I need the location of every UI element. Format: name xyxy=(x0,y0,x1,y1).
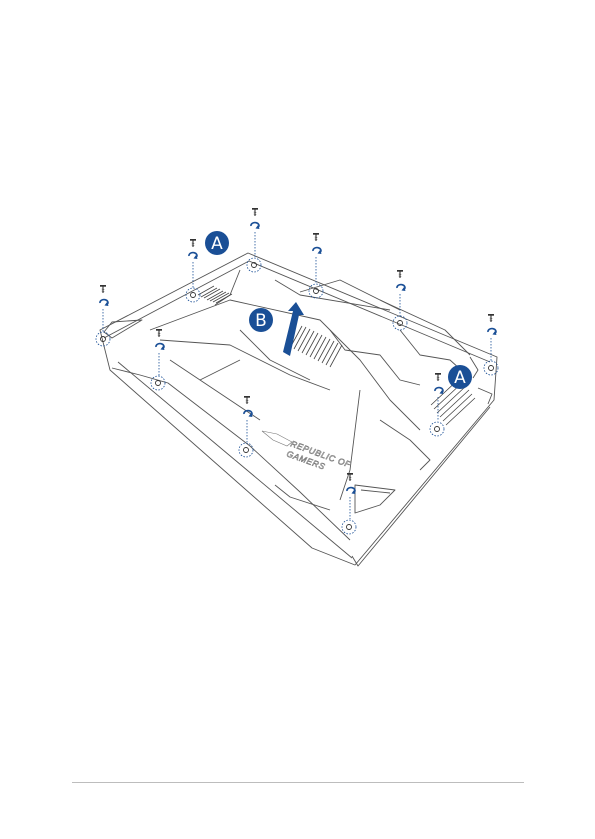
screw-1 xyxy=(247,208,261,272)
screw-4 xyxy=(393,270,407,330)
screw-9 xyxy=(239,396,253,457)
screw-5 xyxy=(96,285,110,346)
label-b: B xyxy=(249,308,273,332)
lift-arrow xyxy=(283,302,304,356)
label-a-top: A xyxy=(205,231,229,255)
screw-7 xyxy=(151,329,165,390)
laptop-bottom-case xyxy=(100,253,497,566)
screw-10 xyxy=(342,473,356,534)
screw-group xyxy=(96,208,498,534)
rog-logo: REPUBLIC OF GAMERS xyxy=(262,431,352,472)
vent-grilles xyxy=(198,286,475,425)
screw-6 xyxy=(484,314,498,375)
label-a-right: A xyxy=(448,365,472,389)
label-a-top-text: A xyxy=(211,234,223,254)
label-a-right-text: A xyxy=(454,368,466,388)
label-b-text: B xyxy=(255,311,267,331)
footer-rule xyxy=(72,782,524,783)
screw-2 xyxy=(186,239,200,302)
